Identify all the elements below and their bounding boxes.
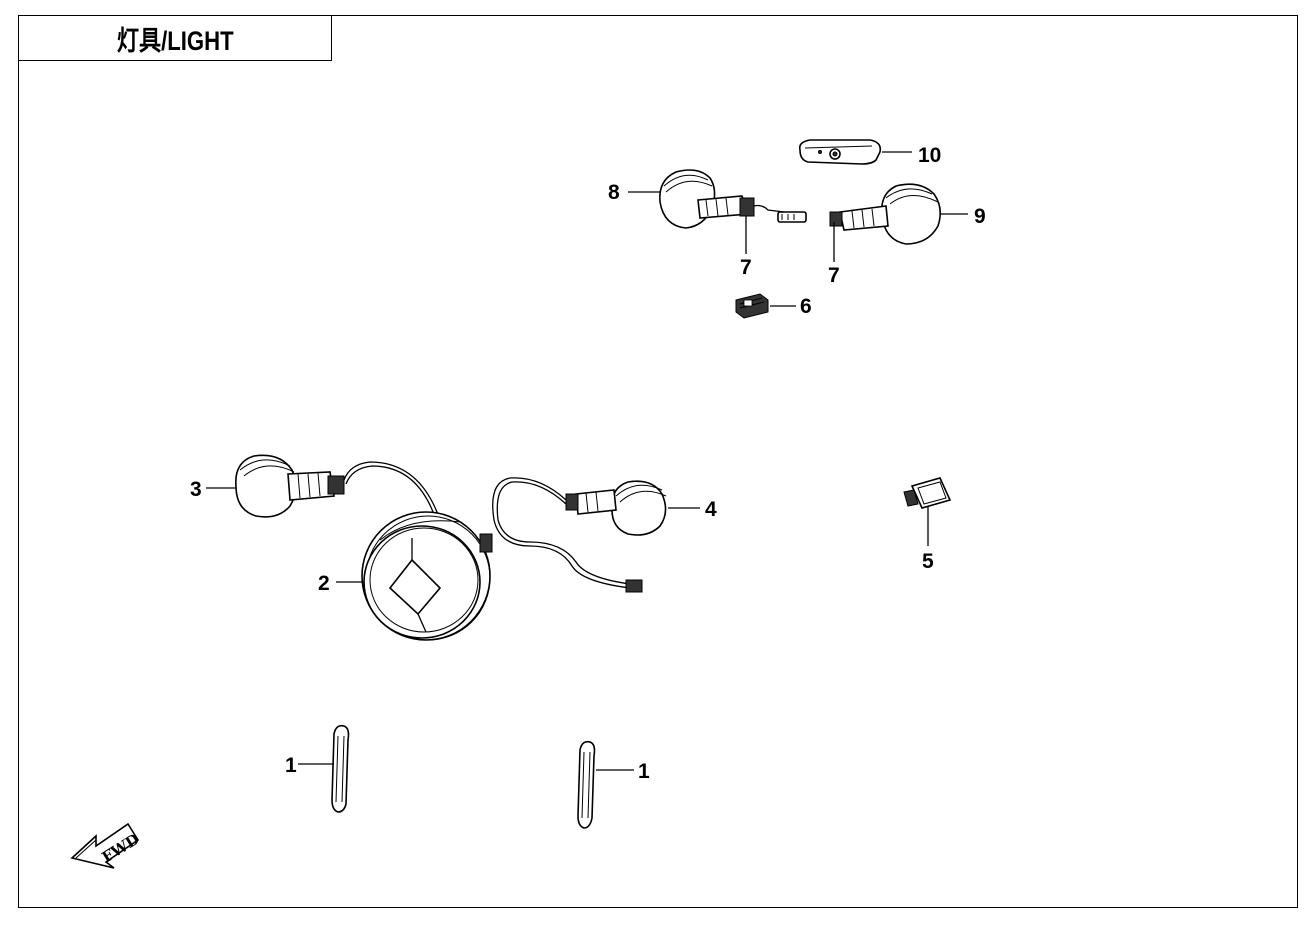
- callout-1a: 1: [285, 754, 297, 777]
- callout-7a: 7: [740, 256, 752, 279]
- callout-labels: 10 8 9 7 7 6 3 2 4 5 1 1: [190, 144, 986, 783]
- part-1-reflector-left: [331, 724, 350, 813]
- part-3-front-turn-signal-left: [235, 454, 441, 521]
- callout-5: 5: [922, 550, 934, 573]
- callout-2: 2: [318, 572, 330, 595]
- callout-3: 3: [190, 478, 202, 501]
- part-9-rear-turn-signal-right: [829, 183, 942, 245]
- leader-lines: [206, 151, 968, 771]
- title-box: 灯具/LIGHT: [18, 15, 332, 61]
- part-4-front-turn-signal-right: [492, 477, 667, 593]
- part-2-headlight: [361, 511, 493, 641]
- forward-arrow-icon: FWD: [70, 822, 143, 869]
- part-8-rear-turn-signal-left: [659, 169, 807, 229]
- part-5-switch: [903, 477, 952, 509]
- callout-4: 4: [705, 498, 717, 521]
- part-10-plate-light: [798, 139, 882, 165]
- callout-8: 8: [608, 181, 620, 204]
- part-1-reflector-right: [577, 740, 596, 829]
- callout-10: 10: [918, 144, 941, 167]
- callout-6: 6: [800, 295, 812, 318]
- callout-9: 9: [974, 205, 986, 228]
- callout-1b: 1: [638, 760, 650, 783]
- callout-7b: 7: [828, 264, 840, 287]
- drawing-frame: [18, 15, 1298, 908]
- page-title: 灯具/LIGHT: [116, 25, 234, 56]
- part-6-connector: [735, 293, 769, 319]
